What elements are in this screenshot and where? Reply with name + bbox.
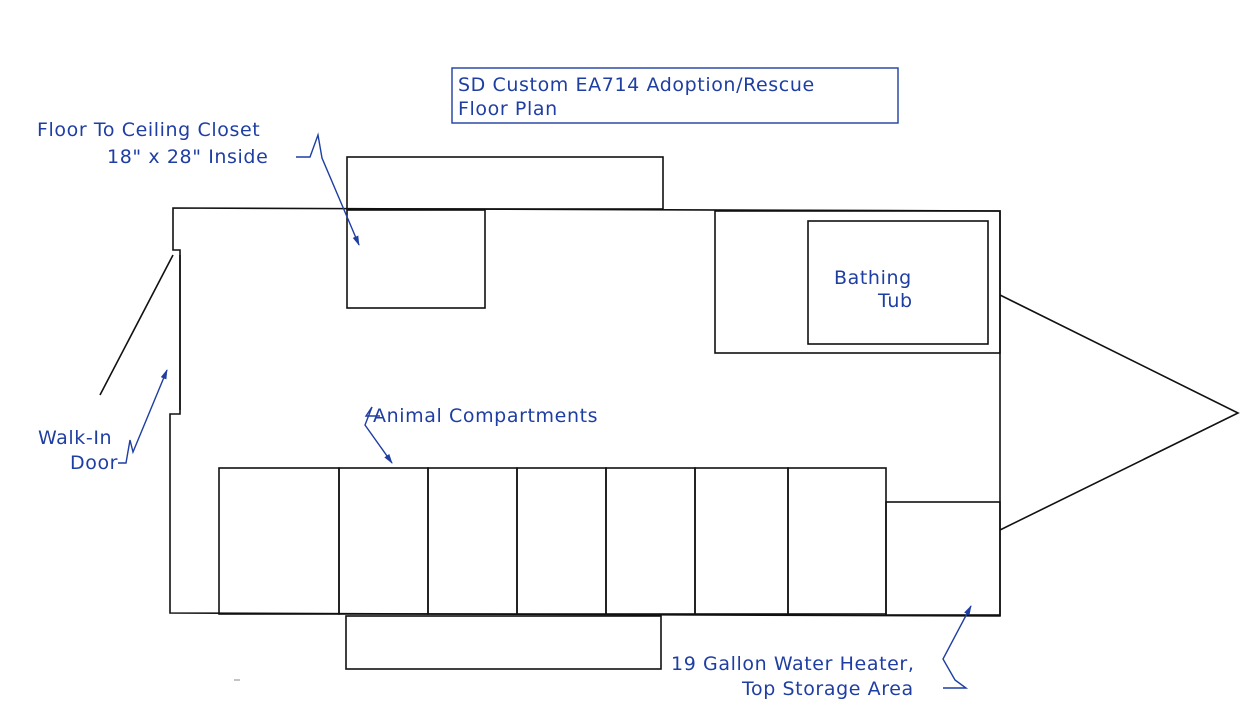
tub-enclosure bbox=[714, 210, 1001, 354]
walk-in-door-leaf bbox=[99, 254, 174, 396]
closet-annotation: Floor To Ceiling Closet 18" x 28" Inside bbox=[37, 119, 360, 246]
title-block: SD Custom EA714 Adoption/Rescue Floor Pl… bbox=[451, 67, 899, 124]
compartment-7 bbox=[787, 467, 887, 615]
bathing-label-1: Bathing bbox=[834, 267, 912, 289]
closet bbox=[346, 209, 486, 309]
compartment-1 bbox=[218, 467, 340, 615]
compartment-4 bbox=[516, 467, 607, 615]
fender-top bbox=[346, 156, 664, 210]
fender-bottom bbox=[345, 615, 662, 670]
title-line-2: Floor Plan bbox=[458, 98, 558, 120]
bathing-tub-area: Bathing Tub bbox=[714, 210, 1001, 354]
trailer-outline bbox=[99, 207, 1240, 617]
closet-label-1: Floor To Ceiling Closet bbox=[37, 119, 260, 141]
closet-leader bbox=[296, 132, 360, 246]
compartment-6 bbox=[694, 467, 789, 615]
bathing-label-2: Tub bbox=[877, 290, 913, 312]
compartment-3 bbox=[427, 467, 518, 615]
compartment-5 bbox=[605, 467, 696, 615]
animal-compartments bbox=[218, 467, 887, 615]
heater-label-2: Top Storage Area bbox=[741, 678, 914, 700]
door-label-1: Walk-In bbox=[38, 427, 112, 449]
heater-annotation: 19 Gallon Water Heater, Top Storage Area bbox=[671, 605, 972, 700]
title-line-1: SD Custom EA714 Adoption/Rescue bbox=[458, 74, 815, 96]
door-leader bbox=[118, 369, 168, 464]
animal-compartments-label: Animal Compartments bbox=[373, 405, 598, 427]
door-annotation: Walk-In Door bbox=[38, 369, 168, 474]
compartments-leader bbox=[364, 406, 393, 464]
closet-label-2: 18" x 28" Inside bbox=[107, 146, 268, 168]
heater-label-1: 19 Gallon Water Heater, bbox=[671, 653, 914, 675]
compartments-annotation: Animal Compartments bbox=[364, 405, 598, 464]
title-box bbox=[451, 67, 899, 124]
water-heater-storage bbox=[885, 501, 1001, 616]
bathing-tub bbox=[807, 220, 989, 345]
trailer-tongue bbox=[999, 294, 1240, 531]
compartment-2 bbox=[338, 467, 429, 615]
door-label-2: Door bbox=[70, 452, 118, 474]
heater-leader bbox=[942, 605, 972, 689]
